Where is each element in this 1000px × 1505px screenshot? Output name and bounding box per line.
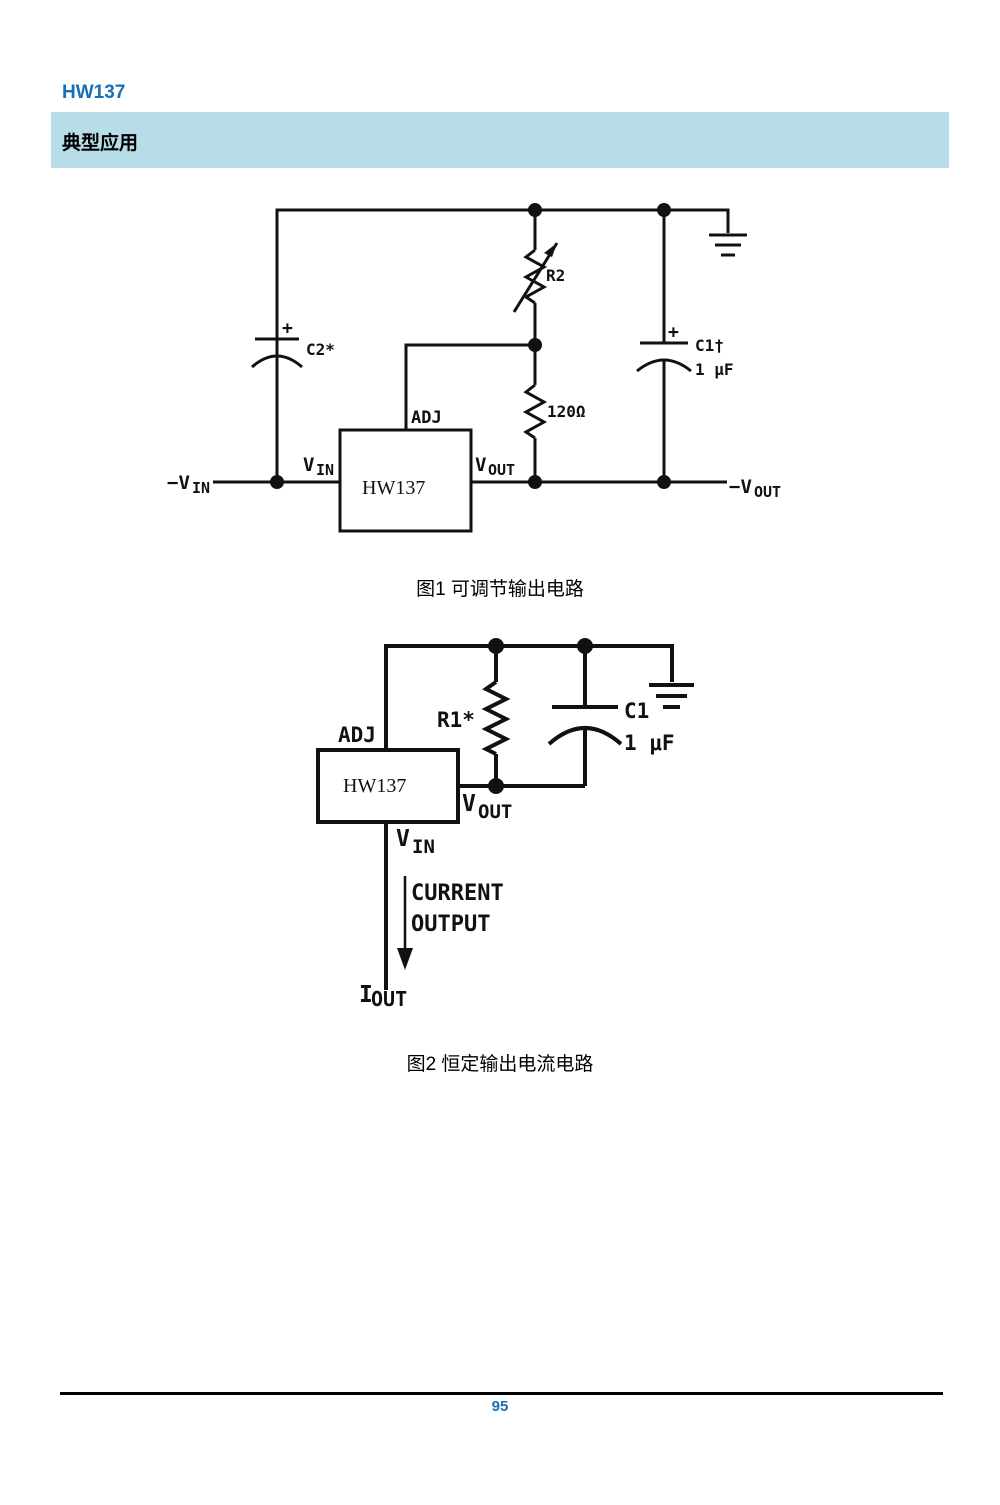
fig2-pin-vin-sub: IN [412,836,435,858]
fig1-r120-label: 120Ω [547,402,586,421]
fig2-pin-vin: V [396,826,410,852]
fig1-c1-plus: + [668,322,679,343]
figure1-caption: 图1 可调节输出电路 [416,579,584,600]
fig1-output-label: −V [729,476,752,498]
fig2-pin-adj: ADJ [338,723,376,747]
figure1-circuit-diagram: HW137 ADJ V IN V OUT −V IN −V OUT R2 120… [167,203,781,533]
figure2-caption: 图2 恒定输出电流电路 [406,1054,594,1075]
section-header-bar: 典型应用 [51,112,949,168]
page-number: 95 [491,1398,509,1415]
fig2-pin-vout: V [462,791,476,817]
fig1-output-sub: OUT [754,483,781,501]
fig1-c1-label: C1† [695,336,724,355]
footer-divider [60,1392,943,1395]
fig2-c1-label: C1 [624,699,649,723]
fig1-input-sub: IN [192,479,210,497]
fig2-c1-value: 1 μF [624,731,675,755]
fig1-chip-label: HW137 [362,477,425,499]
fig2-iout-label: I [359,982,373,1008]
fig1-pin-vout: V [475,454,486,476]
fig2-r1-label: R1* [437,708,475,732]
fig2-iout-sub: OUT [371,987,407,1011]
fig2-current-label-line2: OUTPUT [411,912,490,937]
section-title: 典型应用 [62,133,139,154]
fig2-pin-vout-sub: OUT [478,801,512,823]
fig2-chip-label: HW137 [343,775,406,797]
fig1-pin-vin-sub: IN [316,461,334,479]
fig2-current-label-line1: CURRENT [411,881,504,906]
fig1-c2-label: C2* [306,340,335,359]
fig1-c1-value: 1 μF [695,360,734,379]
part-number-heading: HW137 [62,82,126,103]
fig1-pin-vin: V [303,454,314,476]
fig1-c2-plus: + [282,318,293,339]
fig1-pin-adj: ADJ [411,408,442,428]
fig1-r2-label: R2 [546,266,565,285]
fig1-pin-vout-sub: OUT [488,461,515,479]
figure2-circuit-diagram: HW137 ADJ V OUT V IN R1* C1 1 μF CURRENT… [316,638,694,1011]
fig1-input-label: −V [167,472,190,494]
